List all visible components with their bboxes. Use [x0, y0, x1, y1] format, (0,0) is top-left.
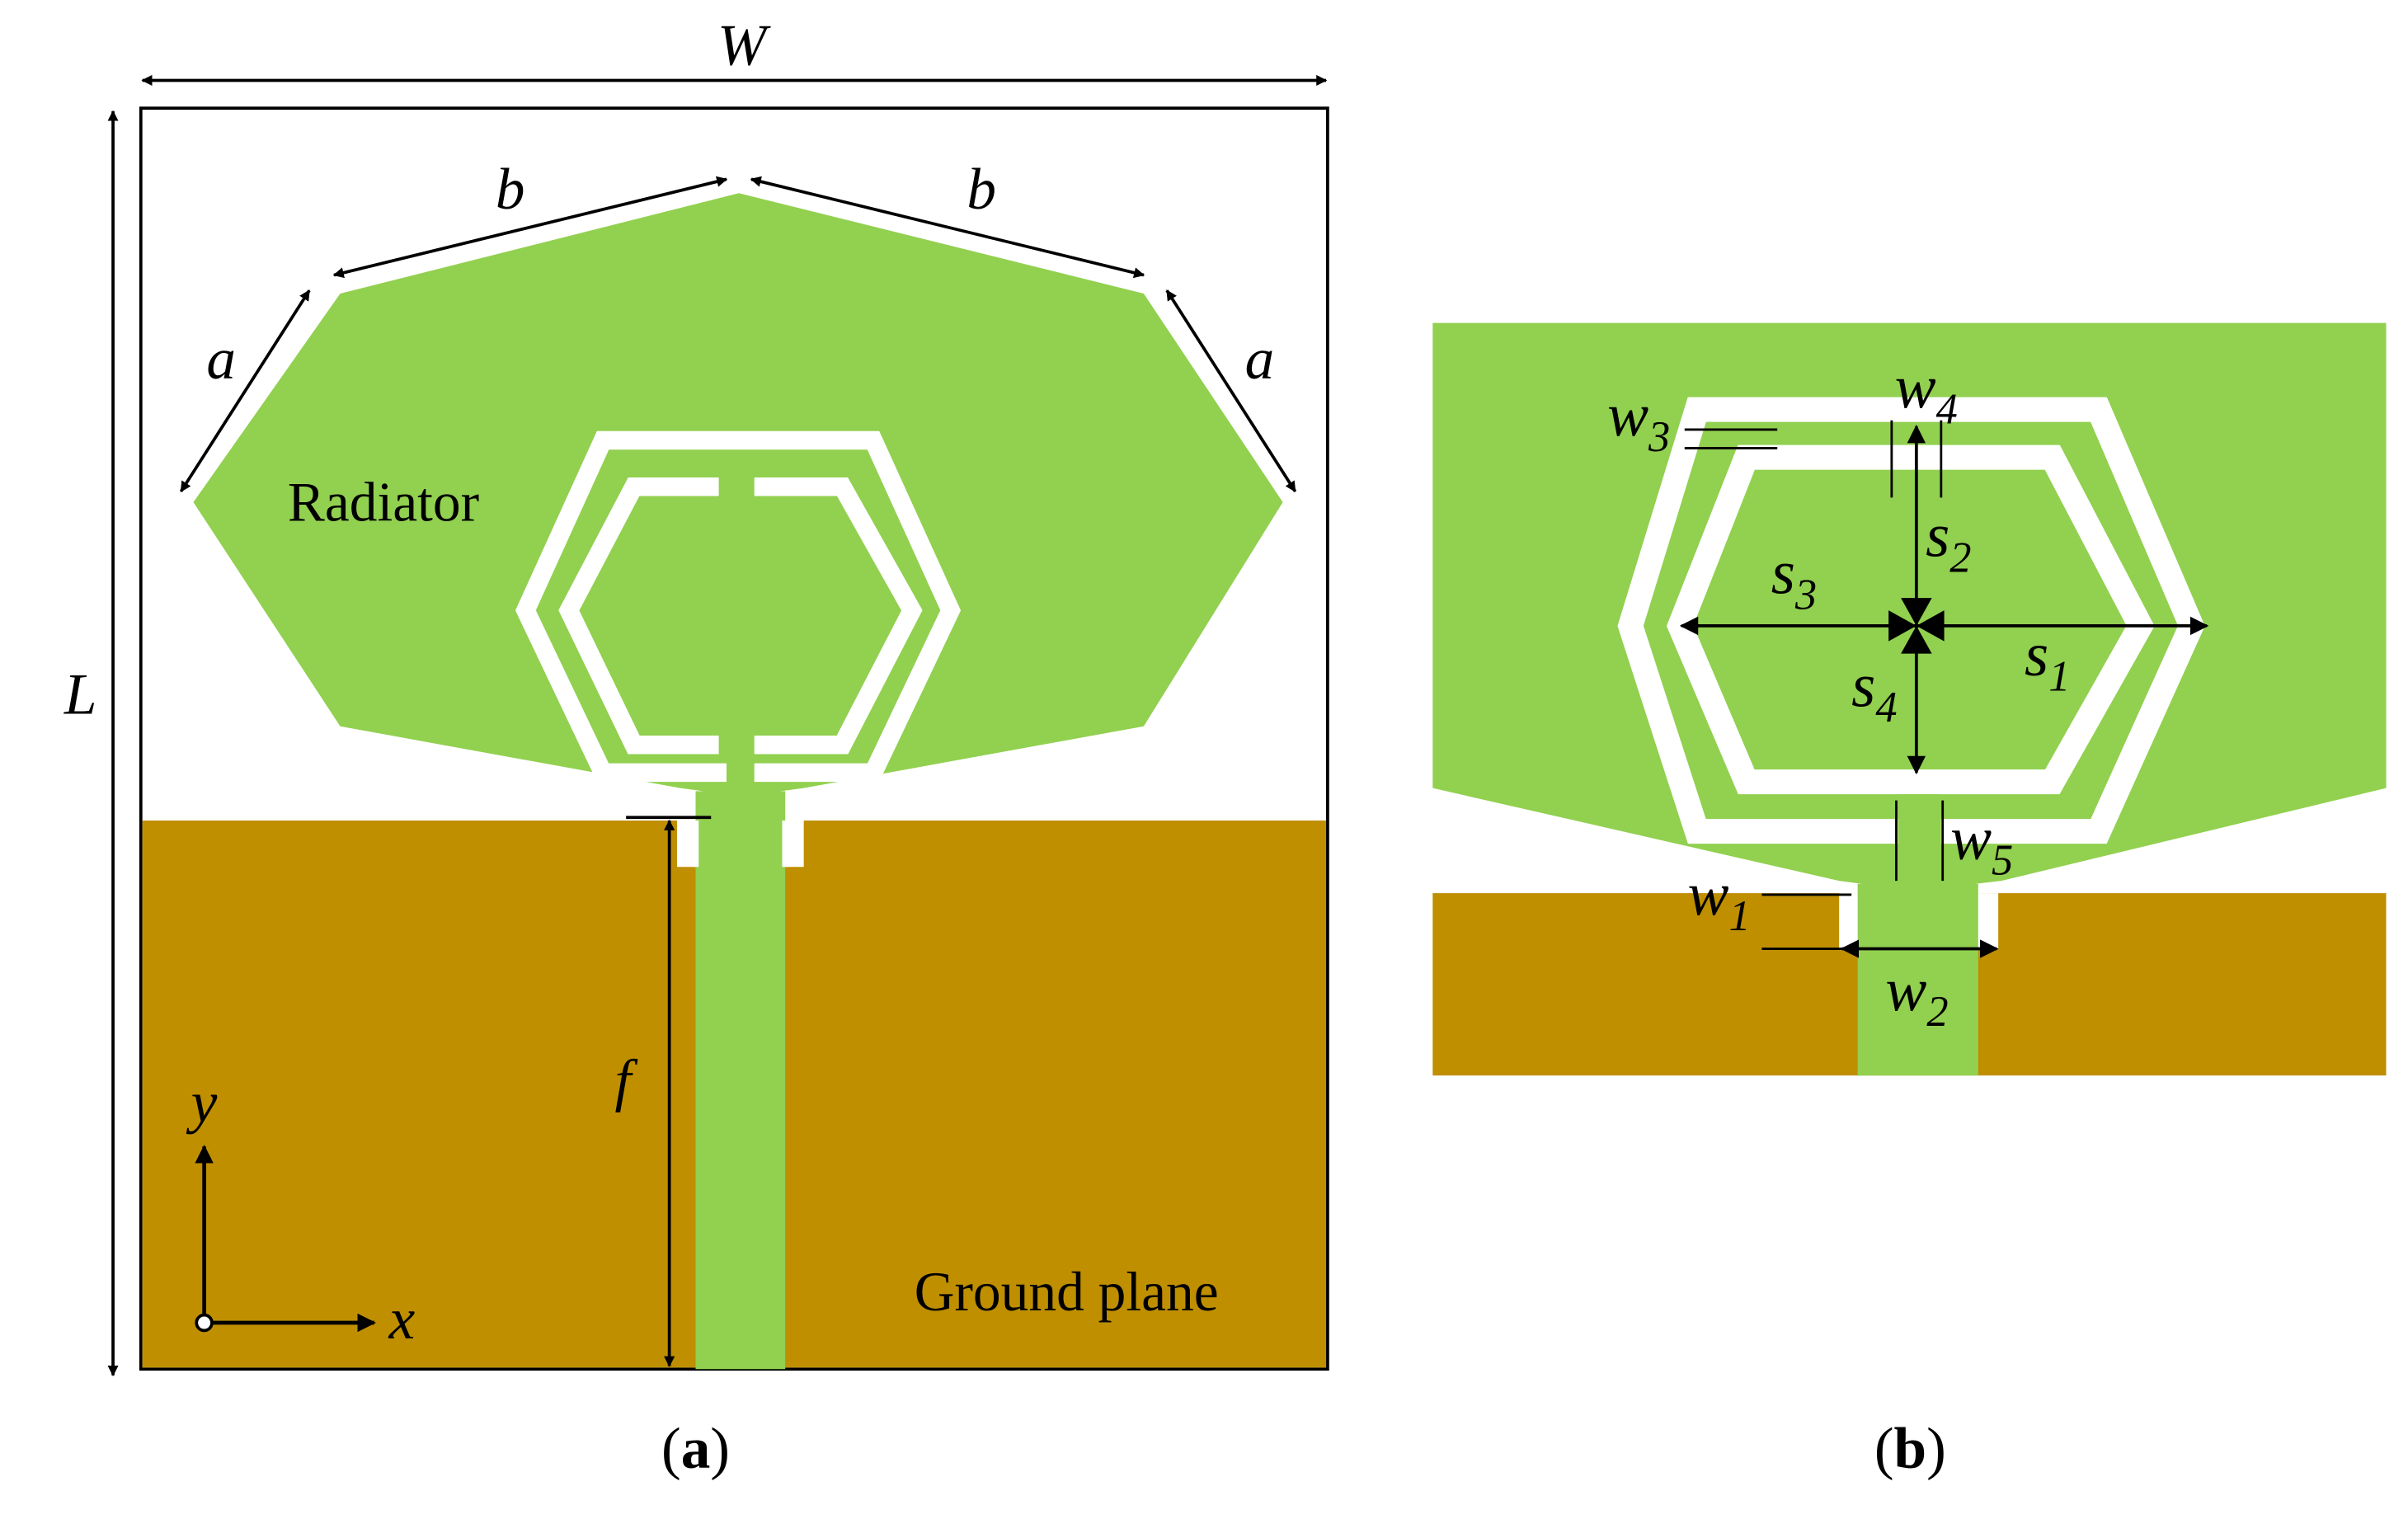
s2-label: s2 [1926, 502, 1971, 582]
center-cross-marker-v [1901, 598, 1932, 654]
b-right-label: b [966, 158, 996, 222]
l-label: L [63, 663, 97, 727]
zoom-outer-hex-slot [1617, 397, 2205, 844]
w3-label: w3 [1607, 381, 1670, 461]
panel-b: w3 w4 s2 s3 s1 s4 w5 w1 w2 (b) [1432, 322, 2387, 1481]
zoom-feed-line [1857, 883, 1978, 1076]
radiator-patch [193, 193, 1283, 821]
w4-label: w4 [1895, 354, 1958, 434]
feed-notch-right [782, 821, 788, 868]
b-right-arrow [750, 176, 1145, 279]
w5-label: w5 [1950, 805, 2013, 885]
ring-stub [726, 754, 755, 797]
a-left-arrow [179, 289, 311, 492]
a-right-label: a [1245, 327, 1275, 392]
panel-a: W L b b a a f Radiator Ground plane y x … [63, 14, 1329, 1481]
a-right-arrow [1165, 289, 1297, 492]
caption-a: (a) [661, 1417, 730, 1481]
feed-notch-left [692, 821, 699, 868]
split-ring-slots [515, 430, 962, 783]
w-label: W [717, 14, 771, 78]
feed-line [695, 791, 786, 1370]
outer-hex-slot [515, 430, 962, 783]
origin-marker [195, 1313, 214, 1333]
b-left-label: b [496, 158, 525, 222]
x-axis-label: x [388, 1287, 416, 1352]
s3-label: s3 [1771, 539, 1817, 619]
b-left-arrow [332, 176, 728, 279]
inner-hex-slot-left [558, 477, 719, 755]
ground-plane-label: Ground plane [915, 1261, 1219, 1323]
y-axis-label: y [186, 1070, 218, 1135]
radiator-label: Radiator [288, 471, 479, 533]
a-left-label: a [206, 327, 236, 392]
inner-hex-slot-right [754, 477, 923, 755]
zoom-ring-stub [1898, 794, 1941, 894]
caption-b: (b) [1874, 1417, 1946, 1481]
w2-label: w2 [1885, 957, 1948, 1037]
s4-label: s4 [1851, 651, 1897, 731]
s1-label: s1 [2025, 621, 2070, 701]
w1-label: w1 [1688, 860, 1751, 940]
